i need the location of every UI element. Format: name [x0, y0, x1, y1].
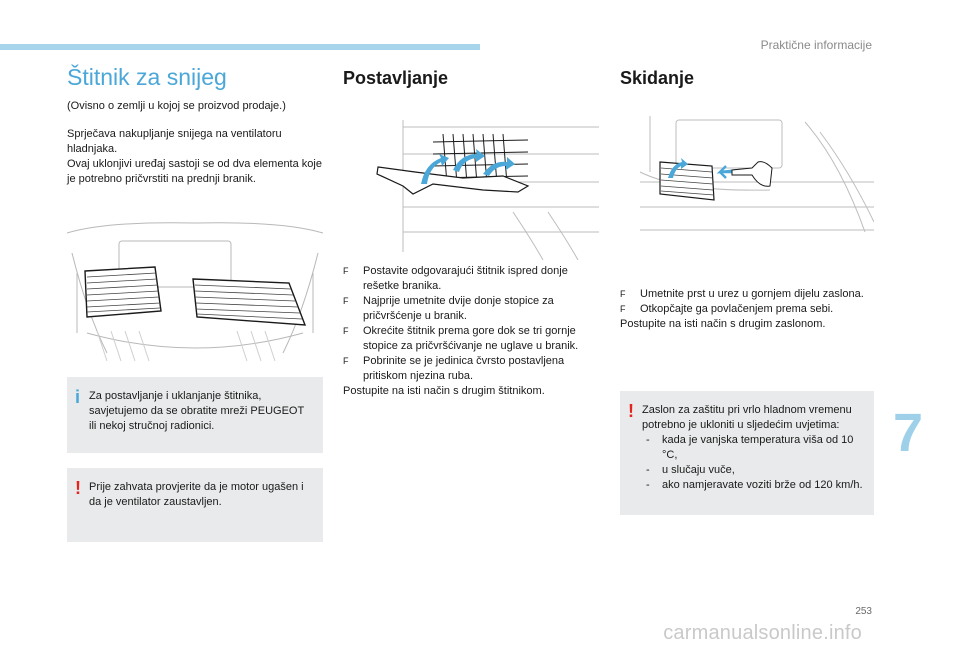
bullet-icon: F — [343, 296, 349, 306]
bullet-icon: F — [343, 356, 349, 366]
info-icon: i — [75, 387, 81, 407]
warning-box: ! Prije zahvata provjerite da je motor u… — [67, 468, 323, 542]
install-footer: Postupite na isti način s drugim štitnik… — [343, 385, 545, 397]
header-accent-bar — [0, 44, 480, 50]
temperature-warning-box: ! Zaslon za zaštitu pri vrlo hladnom vre… — [620, 391, 874, 515]
page-title: Štitnik za snijeg — [67, 64, 227, 90]
remove-footer: Postupite na isti način s drugim zaslono… — [620, 318, 826, 330]
chapter-number: 7 — [893, 403, 924, 463]
warning-box-content: Zaslon za zaštitu pri vrlo hladnom vreme… — [642, 403, 864, 493]
description-1: Sprječava nakupljanje snijega na ventila… — [67, 128, 282, 155]
condition-item: -ako namjeravate voziti brže od 120 km/h… — [646, 479, 863, 491]
snow-screen-bumper-illustration — [67, 213, 323, 363]
watermark: carmanualsonline.info — [663, 622, 862, 644]
section-label: Praktične informacije — [760, 38, 872, 52]
remove-illustration — [620, 112, 874, 246]
bullet-icon: F — [620, 289, 626, 299]
warning-box-text: Zaslon za zaštitu pri vrlo hladnom vreme… — [642, 404, 852, 431]
install-illustration — [343, 112, 599, 260]
bullet-icon: F — [620, 304, 626, 314]
bullet-icon: F — [343, 326, 349, 336]
section-title-remove: Skidanje — [620, 68, 695, 88]
condition-item: -u slučaju vuče, — [646, 464, 735, 476]
description-2: Ovaj uklonjivi uređaj sastoji se od dva … — [67, 158, 322, 185]
section-title-install: Postavljanje — [343, 68, 449, 88]
warning-box-text: Prije zahvata provjerite da je motor uga… — [89, 481, 304, 508]
warning-icon: ! — [75, 478, 81, 498]
intro-text: (Ovisno o zemlji u kojoj se proizvod pro… — [67, 100, 286, 112]
info-box: i Za postavljanje i uklanjanje štitnika,… — [67, 377, 323, 453]
page-number: 253 — [855, 606, 872, 617]
warning-icon: ! — [628, 401, 634, 421]
info-box-text: Za postavljanje i uklanjanje štitnika, s… — [89, 390, 304, 432]
bullet-icon: F — [343, 266, 349, 276]
condition-item: -kada je vanjska temperatura viša od 10 … — [646, 434, 854, 461]
